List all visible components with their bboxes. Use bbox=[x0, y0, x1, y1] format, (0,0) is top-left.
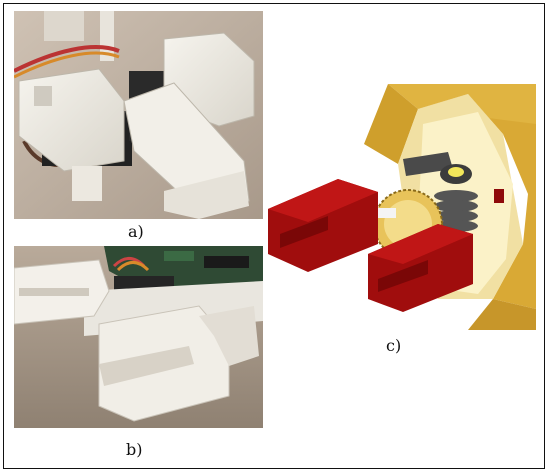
photo-gripper-side-view bbox=[14, 246, 263, 428]
panel-label-c: c) bbox=[386, 336, 402, 355]
cad-render-gripper bbox=[268, 84, 536, 330]
photo-gripper-top-view bbox=[14, 11, 263, 219]
panel-label-b: b) bbox=[126, 440, 143, 459]
panel-label-a: a) bbox=[128, 222, 144, 241]
